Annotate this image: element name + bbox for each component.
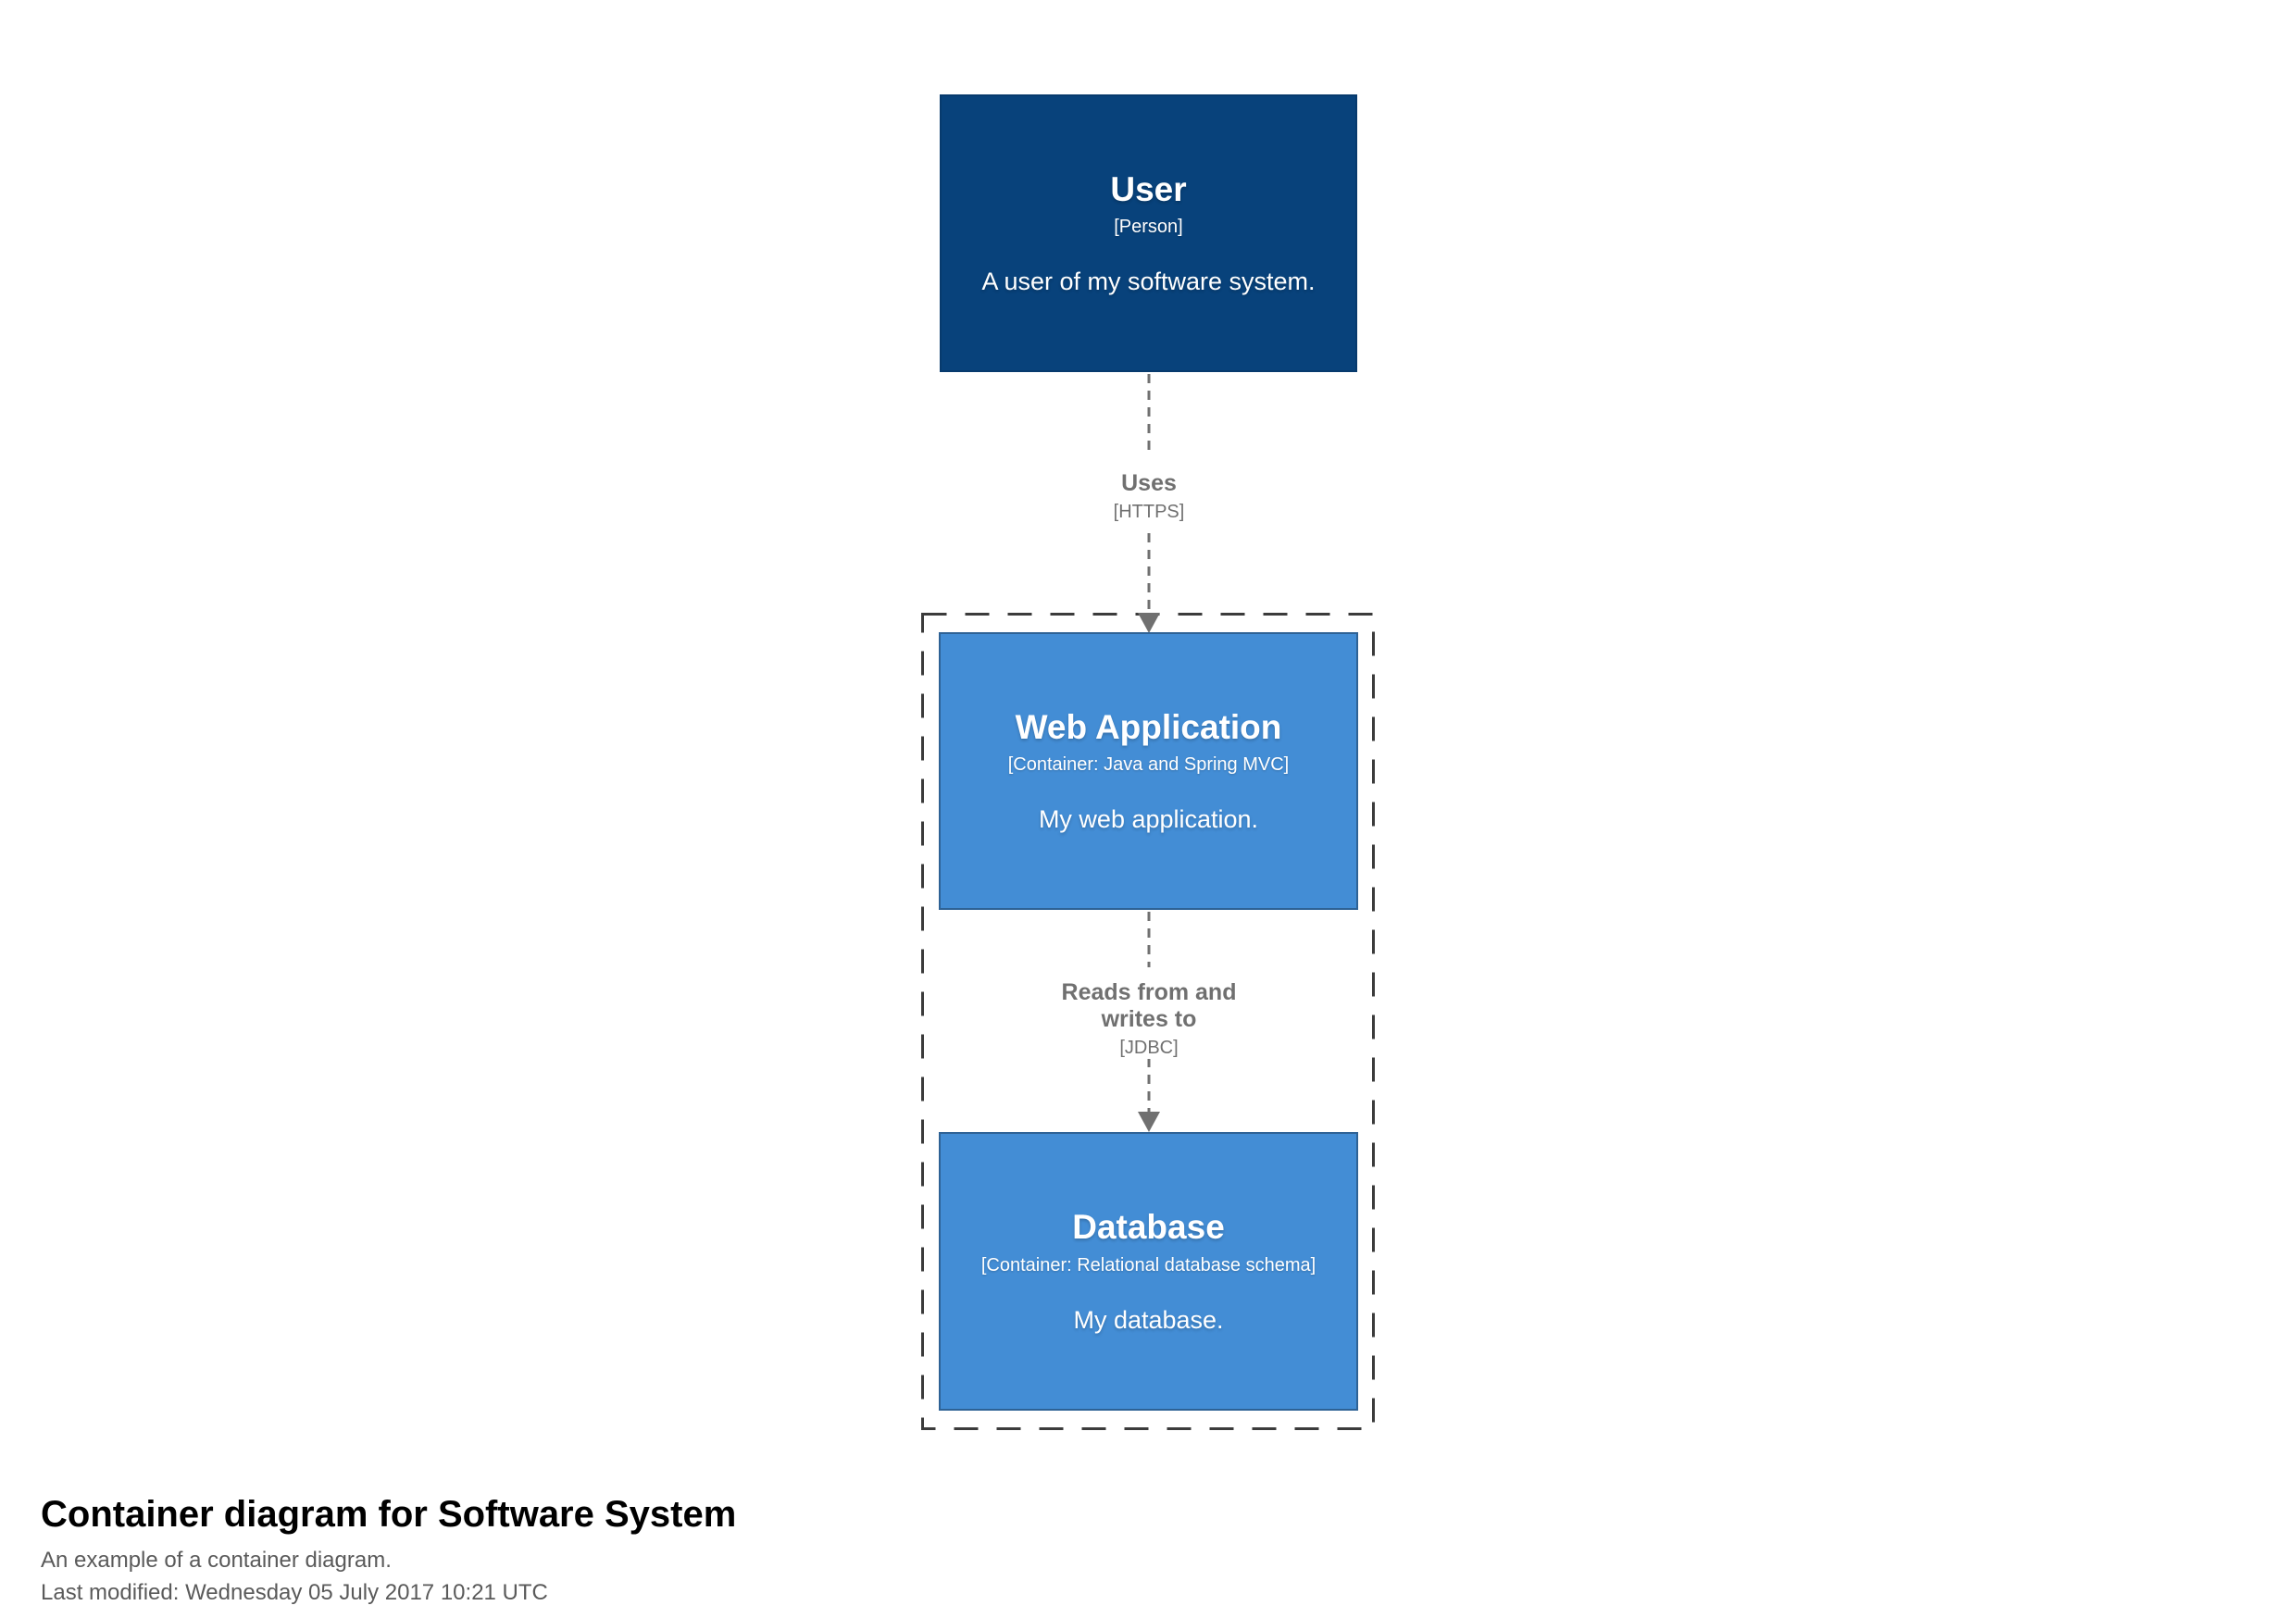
diagram-title: Container diagram for Software System [41,1494,737,1535]
container-node-database: Database [Container: Relational database… [939,1132,1358,1411]
container-node-web-application: Web Application [Container: Java and Spr… [939,632,1358,910]
node-title: Web Application [1015,707,1282,746]
uses-arrowhead-icon [1138,613,1160,633]
relationship-label-reads-writes: Reads from and writes to [JDBC] [1038,979,1260,1059]
node-description: A user of my software system. [981,268,1316,296]
diagram-last-modified: Last modified: Wednesday 05 July 2017 10… [41,1579,548,1605]
node-meta: [Container: Java and Spring MVC] [1007,754,1290,776]
reads-writes-arrowhead-icon [1138,1112,1160,1132]
node-meta: [Person] [1114,217,1183,238]
relationship-name: Reads from and writes to [1061,979,1237,1032]
relationship-technology: [HTTPS] [1113,502,1185,522]
relationship-name: Uses [1121,470,1177,496]
node-title: User [1110,169,1187,208]
node-description: My web application. [1038,805,1259,834]
diagram-metadata: Container diagram for Software System An… [41,1492,1152,1607]
relationship-technology: [JDBC] [1119,1038,1179,1058]
relationship-label-uses: Uses [HTTPS] [1056,470,1242,523]
node-title: Database [1072,1208,1225,1247]
diagram-subtitle: An example of a container diagram. [41,1548,392,1573]
node-description: My database. [1073,1305,1224,1334]
node-meta: [Container: Relational database schema] [980,1254,1316,1276]
person-node-user: User [Person] A user of my software syst… [940,94,1357,372]
